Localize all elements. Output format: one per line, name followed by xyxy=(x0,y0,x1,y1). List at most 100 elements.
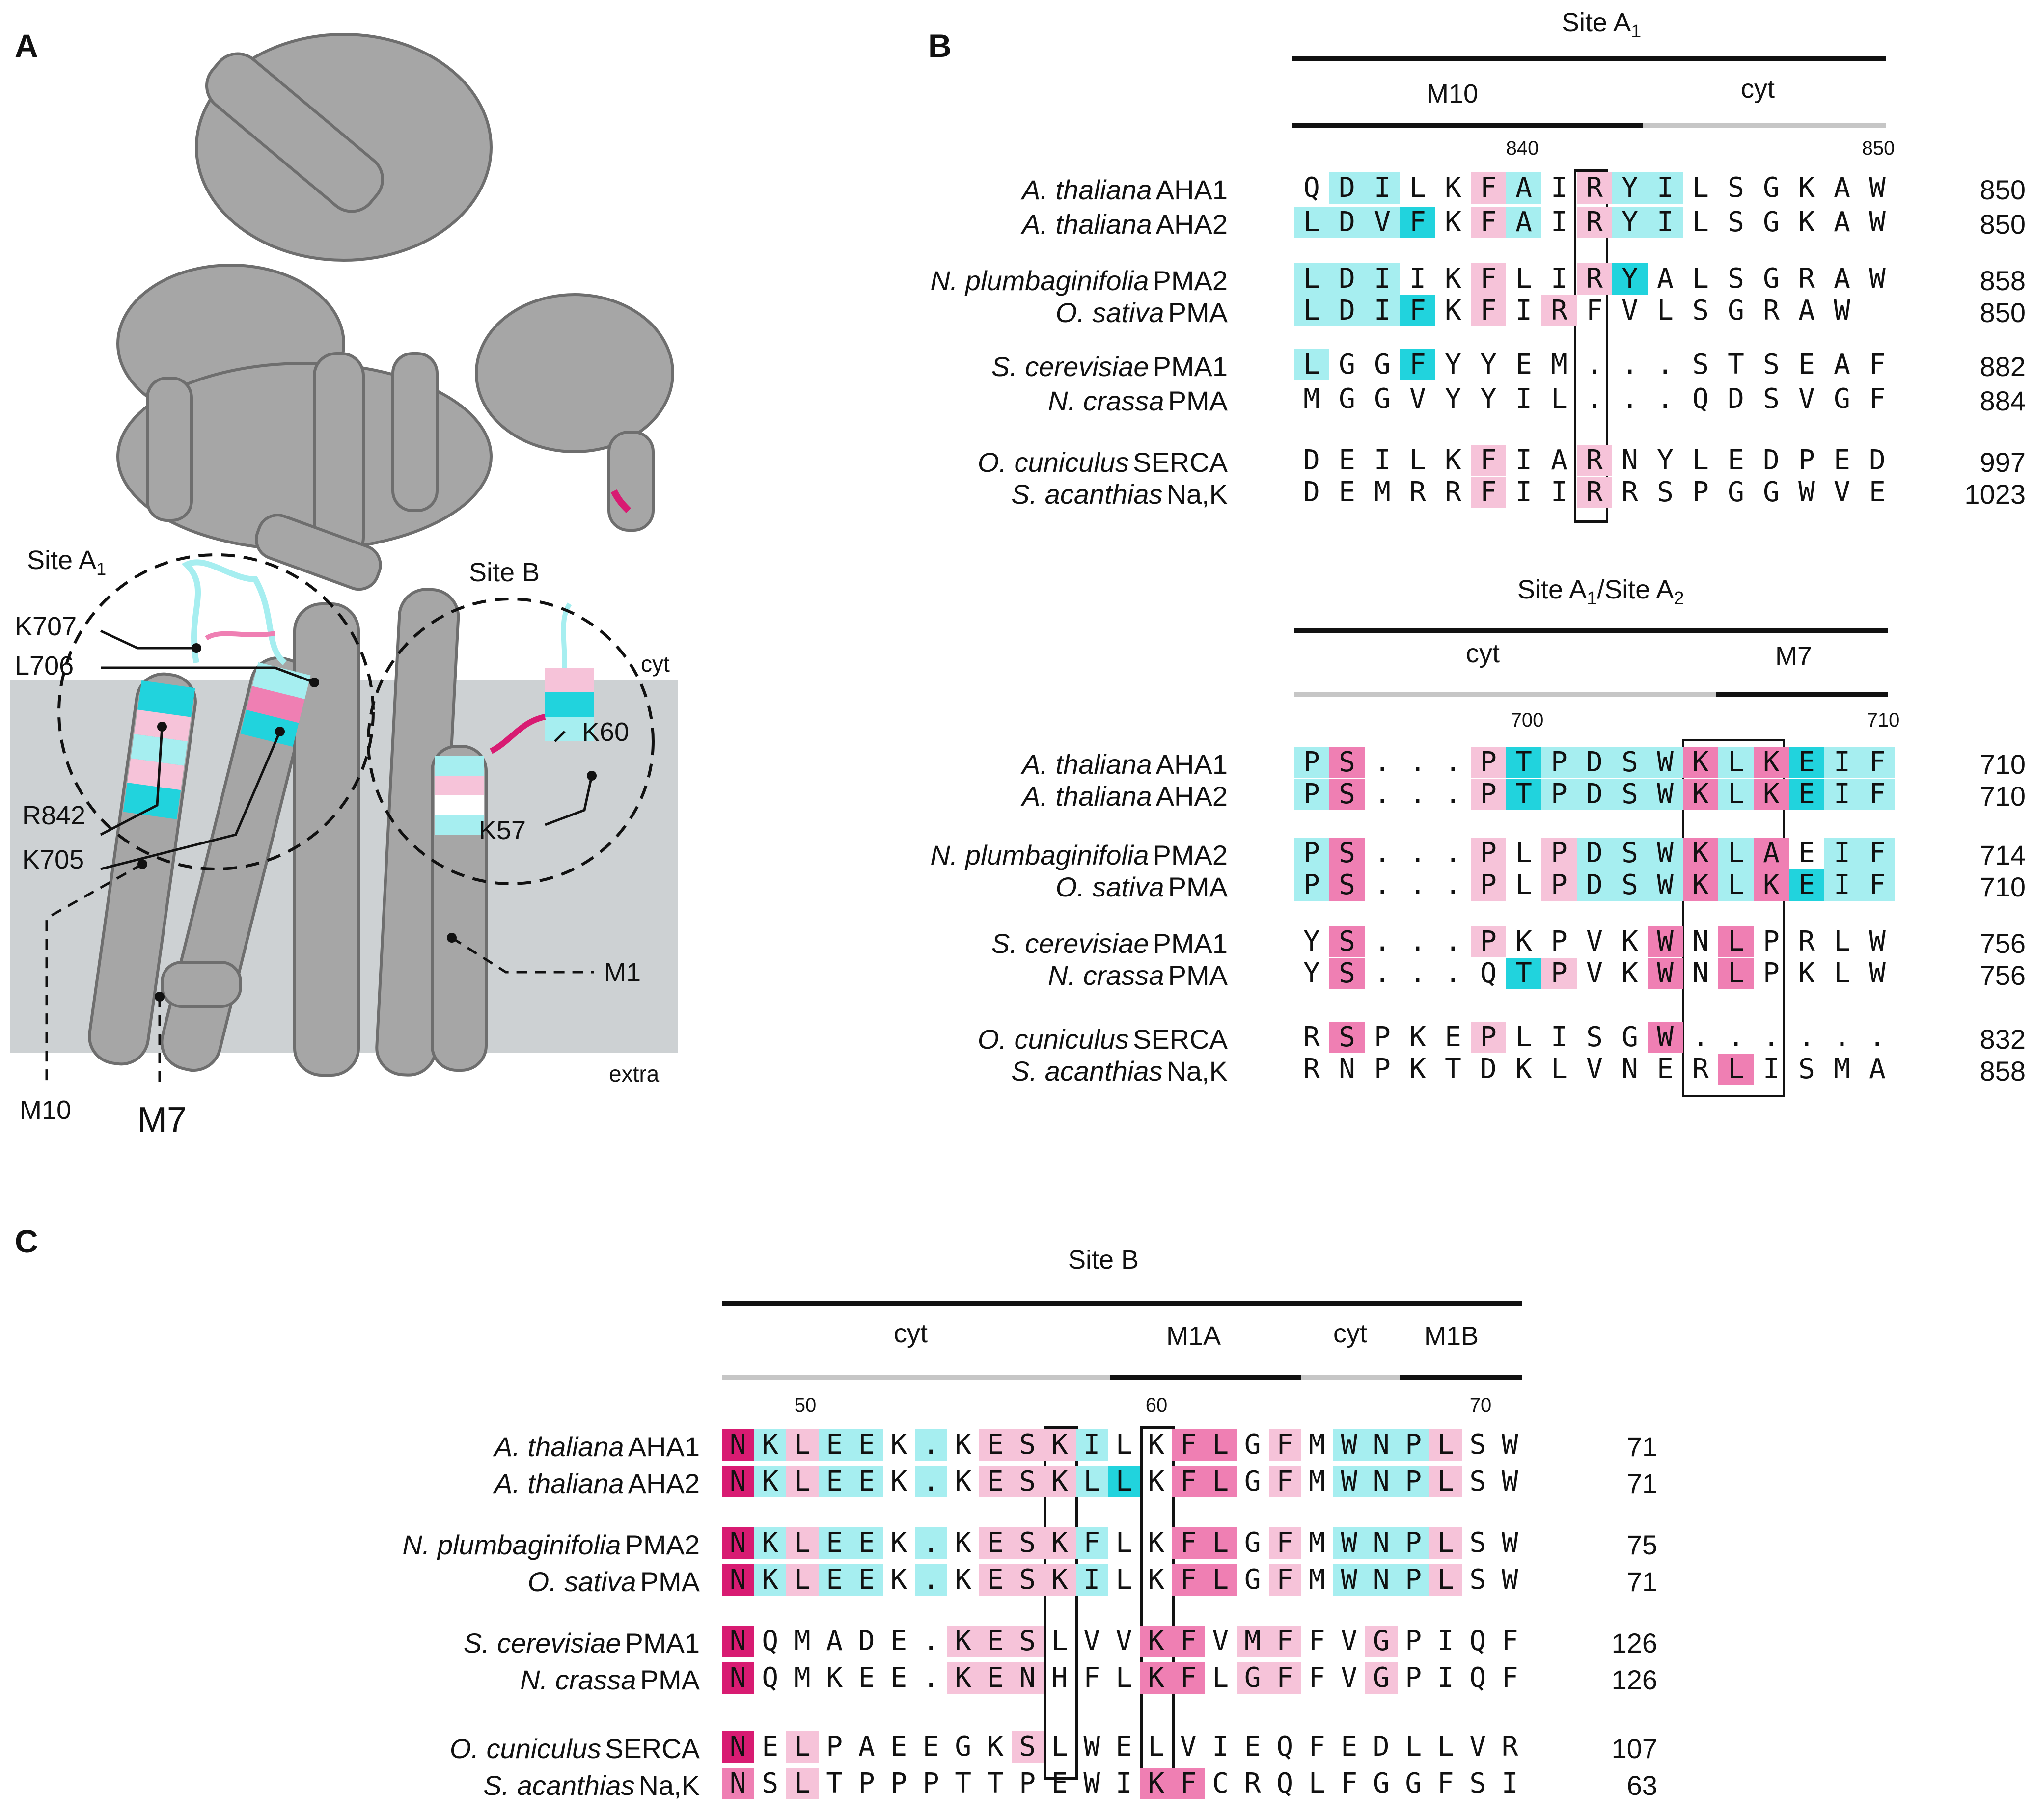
residue: F xyxy=(1471,477,1506,508)
residue: R xyxy=(1541,295,1577,326)
residue: I xyxy=(1824,869,1860,901)
residue: P xyxy=(1541,779,1577,810)
residue: . xyxy=(1374,778,1391,810)
residue: E xyxy=(922,1731,939,1763)
residue: P xyxy=(1397,1527,1429,1559)
residue: . xyxy=(1409,869,1426,901)
residue: N xyxy=(722,1626,754,1657)
residue-number: 710 xyxy=(1979,871,2026,902)
residue: M xyxy=(1374,476,1391,508)
residue: N xyxy=(722,1662,754,1694)
protein-name: AHA1 xyxy=(1155,749,1228,780)
residue: I xyxy=(1551,172,1567,204)
residue: W xyxy=(1648,747,1683,778)
residue: N xyxy=(722,1768,754,1799)
residue: K xyxy=(754,1429,786,1461)
residue: V xyxy=(1115,1625,1132,1657)
residue: R xyxy=(1445,476,1461,508)
residue: K xyxy=(1683,869,1718,901)
residue: . xyxy=(1445,925,1461,957)
tick-70: 70 xyxy=(1469,1394,1492,1416)
residue: D xyxy=(1869,444,1886,476)
residue: E xyxy=(890,1625,907,1657)
species-genus: N. plumbaginifolia xyxy=(930,265,1149,296)
residue: K xyxy=(1683,779,1718,810)
residue: Y xyxy=(1657,444,1674,476)
k-box-1 xyxy=(1044,1426,1078,1780)
residue: V xyxy=(1586,957,1603,989)
residue: P xyxy=(1471,1022,1506,1053)
residue: E xyxy=(851,1429,883,1461)
species-genus: A. thaliana xyxy=(1022,749,1152,780)
residue: P xyxy=(1294,747,1329,778)
residue: N xyxy=(1365,1527,1398,1559)
residue: . xyxy=(1374,925,1391,957)
residue: A xyxy=(1754,838,1789,869)
residue: K xyxy=(754,1466,786,1497)
residue: L xyxy=(1405,1731,1422,1763)
residue: L xyxy=(1115,1564,1132,1596)
residue: I xyxy=(1551,206,1567,238)
residue: W xyxy=(1083,1731,1100,1763)
residue: E xyxy=(1115,1731,1132,1763)
residue: I xyxy=(1551,476,1567,508)
residue-number: 126 xyxy=(1611,1664,1657,1695)
residue: P xyxy=(1294,869,1329,901)
residue: W xyxy=(1869,206,1886,238)
residue: L xyxy=(1115,1429,1132,1461)
residue: P xyxy=(1405,1662,1422,1694)
residue: P xyxy=(922,1767,939,1799)
cyt-bar-1 xyxy=(722,1375,1110,1380)
residue: W xyxy=(1501,1527,1518,1559)
residue: K xyxy=(1445,444,1461,476)
residue: W xyxy=(1501,1466,1518,1497)
residue: E xyxy=(851,1466,883,1497)
residue: S xyxy=(1692,295,1709,326)
residue: E xyxy=(979,1626,1012,1657)
residue: S xyxy=(1586,1021,1603,1053)
residue: E xyxy=(1798,837,1815,869)
residue: . xyxy=(922,1662,939,1694)
protein-name: AHA1 xyxy=(628,1431,700,1462)
residue: I xyxy=(1075,1429,1108,1461)
residue: N xyxy=(722,1564,754,1596)
residue: A xyxy=(826,1625,843,1657)
residue: W xyxy=(1869,925,1886,957)
residue: F xyxy=(1172,1768,1205,1799)
residue: E xyxy=(818,1466,851,1497)
residue: I xyxy=(1515,476,1532,508)
tick-840: 840 xyxy=(1506,137,1539,159)
residue: K xyxy=(1683,838,1718,869)
residue: P xyxy=(1471,838,1506,869)
residue-k707: K707 xyxy=(15,612,77,641)
residue: F xyxy=(1860,747,1895,778)
residue: K xyxy=(890,1429,907,1461)
residue: I xyxy=(1824,838,1860,869)
residue: G xyxy=(1763,263,1780,295)
residue: T xyxy=(1506,958,1541,989)
residue: F xyxy=(1437,1767,1454,1799)
residue: S xyxy=(1469,1527,1486,1559)
residue: K xyxy=(1798,206,1815,238)
species-genus: S. cerevisiae xyxy=(463,1628,621,1658)
residue: Y xyxy=(1612,172,1648,204)
residue: . xyxy=(1657,349,1674,380)
residue-number: 71 xyxy=(1626,1566,1657,1597)
residue: E xyxy=(1244,1731,1261,1763)
residue: R xyxy=(1798,263,1815,295)
tick-700: 700 xyxy=(1511,709,1544,731)
residue: S xyxy=(1329,779,1365,810)
residue: I xyxy=(1212,1731,1229,1763)
residue: F xyxy=(1172,1564,1205,1596)
residue: T xyxy=(1445,1053,1461,1085)
residue-number: 71 xyxy=(1626,1431,1657,1462)
residue: W xyxy=(1648,869,1683,901)
